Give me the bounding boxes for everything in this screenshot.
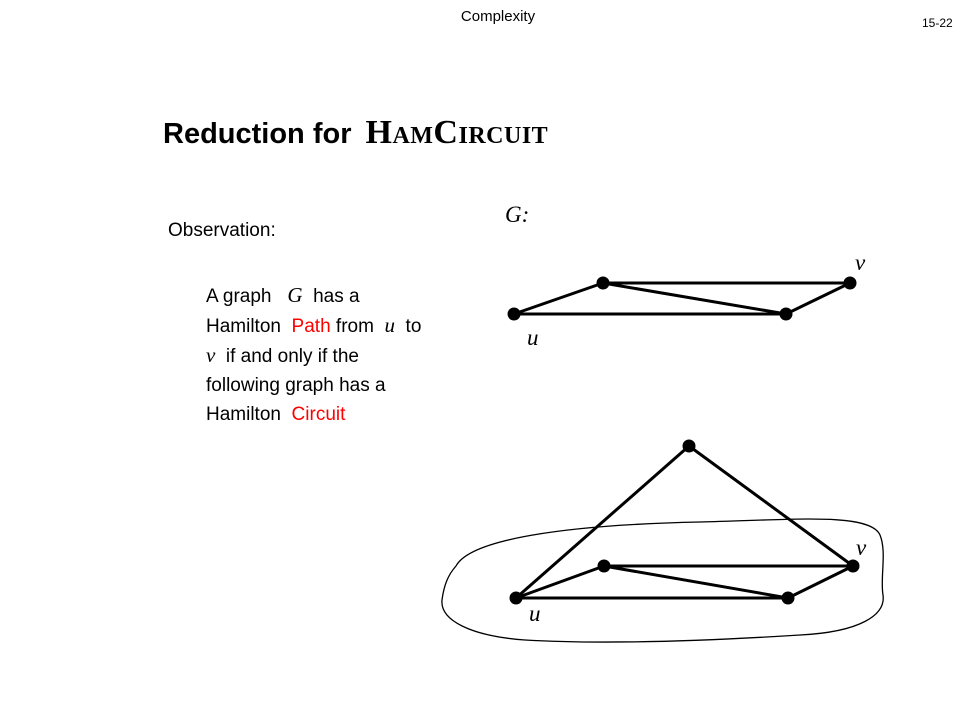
graph-h-nodes <box>509 439 860 605</box>
slide-header-title: Complexity <box>460 8 536 25</box>
title-problem: HamCircuit <box>365 114 549 151</box>
node-apex <box>682 439 696 453</box>
edge <box>787 564 854 600</box>
top-node-u-label: u <box>527 325 539 350</box>
text-has-a: has a <box>313 286 360 307</box>
edge <box>785 281 851 316</box>
observation-line-1: A graph G has a <box>206 281 476 311</box>
title-prefix: Reduction for <box>163 118 352 150</box>
graph-g-label: G: <box>505 202 529 227</box>
bottom-node-v-label: v <box>856 535 867 560</box>
edge <box>515 564 605 600</box>
graph-g-nodes <box>507 276 857 321</box>
slide-title: Reduction for HamCircuit <box>163 114 548 152</box>
text-a-graph: A graph <box>206 286 272 307</box>
node-v <box>843 276 857 290</box>
edge <box>603 564 789 600</box>
top-node-v-label: v <box>855 250 866 275</box>
text-to: to <box>405 316 422 337</box>
text-hamilton-1: Hamilton <box>206 316 281 337</box>
node-v <box>846 559 860 573</box>
node <box>781 591 795 605</box>
slide-number: 15-22 <box>922 16 953 30</box>
math-v: v <box>206 343 216 367</box>
text-from: from <box>335 316 374 337</box>
text-iff: if and only if the <box>225 346 359 367</box>
observation-text: A graph G has a Hamilton Path from u to … <box>206 281 476 429</box>
edge <box>515 444 690 600</box>
node <box>596 276 610 290</box>
graph-h <box>515 444 854 600</box>
observation-line-2: Hamilton Path from u to <box>206 311 476 341</box>
node-u <box>509 591 523 605</box>
math-u: u <box>384 313 395 337</box>
text-hamilton-2: Hamilton <box>206 404 281 425</box>
graph-g <box>513 281 851 316</box>
node <box>597 559 611 573</box>
bottom-node-u-label: u <box>529 601 541 626</box>
node <box>779 307 793 321</box>
edge <box>513 281 604 316</box>
edge <box>602 281 787 316</box>
node-u <box>507 307 521 321</box>
text-circuit: Circuit <box>291 404 346 425</box>
observation-line-3: v if and only if the <box>206 341 476 371</box>
edge <box>688 444 854 568</box>
observation-line-5: Hamilton Circuit <box>206 400 476 429</box>
observation-line-4: following graph has a <box>206 371 476 400</box>
text-following: following graph has a <box>206 375 386 396</box>
blob-outline <box>441 518 884 643</box>
math-g: G <box>287 283 303 307</box>
observation-label: Observation: <box>168 220 276 241</box>
text-path: Path <box>291 316 331 337</box>
